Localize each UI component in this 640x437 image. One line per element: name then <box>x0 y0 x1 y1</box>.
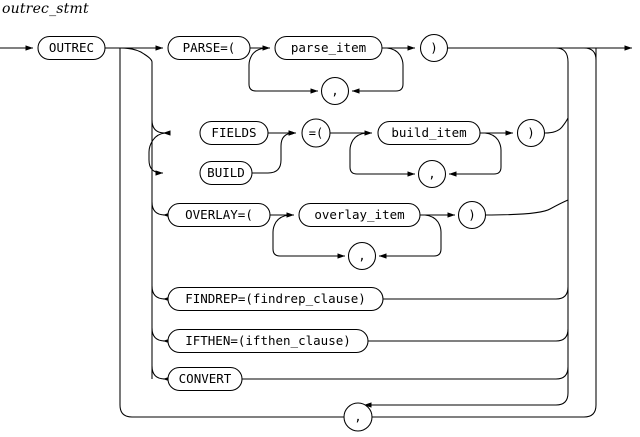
node-build[interactable]: BUILD <box>199 160 253 186</box>
outer-right-rail <box>364 48 597 418</box>
right-collector-top-curve <box>555 47 569 63</box>
node-build-close-paren-label: ) <box>527 125 535 140</box>
node-overlay-keyword[interactable]: OVERLAY=( <box>167 202 271 228</box>
node-findrep-label: FINDREP=(findrep_clause) <box>185 291 366 306</box>
rail-to-ifthen <box>151 327 171 344</box>
node-convert-label: CONVERT <box>179 371 232 386</box>
node-build-item-label: build_item <box>391 125 466 140</box>
node-assign-open-label: =( <box>309 126 323 140</box>
node-build-comma[interactable]: , <box>417 159 447 189</box>
rail-to-findrep <box>151 285 171 302</box>
node-parse-item[interactable]: parse_item <box>274 35 383 61</box>
node-outer-comma-label: , <box>354 410 361 424</box>
node-overlay-close-paren[interactable]: ) <box>457 200 487 230</box>
overlay-loop-right <box>378 214 442 259</box>
node-parse-comma-label: , <box>331 84 338 98</box>
node-overlay-comma[interactable]: , <box>347 241 377 271</box>
node-build-label: BUILD <box>207 165 245 180</box>
node-build-comma-label: , <box>428 167 435 181</box>
feed-findrep-to-collector <box>383 286 569 300</box>
node-parse-close-paren[interactable]: ) <box>419 33 449 63</box>
node-parse-comma[interactable]: , <box>320 76 350 106</box>
parse-loop-right <box>351 47 404 94</box>
node-ifthen[interactable]: IFTHEN=(ifthen_clause) <box>167 328 369 354</box>
node-overlay-close-paren-label: ) <box>468 207 476 222</box>
node-fields[interactable]: FIELDS <box>199 120 269 146</box>
node-build-item[interactable]: build_item <box>377 120 481 146</box>
node-findrep[interactable]: FINDREP=(findrep_clause) <box>167 286 384 312</box>
parse-loop-left <box>248 47 319 94</box>
left-rail-top-curve <box>119 47 153 63</box>
node-fields-label: FIELDS <box>211 125 256 140</box>
page-title: outrec_stmt <box>2 1 89 17</box>
rails-group <box>0 45 633 418</box>
node-parse-keyword-label: PARSE=( <box>183 40 236 55</box>
node-overlay-item-label: overlay_item <box>314 207 404 222</box>
rail-to-build <box>148 132 166 176</box>
feed-ifthen-to-collector <box>368 328 569 342</box>
node-assign-open[interactable]: =( <box>301 118 331 148</box>
build-loop-left <box>349 132 416 177</box>
feed-convert-to-collector <box>242 366 569 380</box>
rail-to-fields <box>151 119 171 136</box>
node-outer-comma[interactable]: , <box>343 402 373 432</box>
build-join <box>252 130 297 174</box>
node-outrec-label: OUTREC <box>49 40 94 55</box>
right-collector-rail <box>363 62 569 408</box>
node-ifthen-label: IFTHEN=(ifthen_clause) <box>185 333 351 348</box>
node-parse-item-label: parse_item <box>291 40 366 55</box>
node-overlay-comma-label: , <box>358 249 365 263</box>
node-parse-keyword[interactable]: PARSE=( <box>167 35 251 61</box>
node-outrec[interactable]: OUTREC <box>37 35 106 61</box>
outer-right-top-curve <box>583 47 597 61</box>
node-overlay-keyword-label: OVERLAY=( <box>185 207 253 222</box>
node-overlay-item[interactable]: overlay_item <box>298 202 421 228</box>
feed-overlay-to-collector <box>484 199 569 216</box>
outer-left-loop-rail <box>119 48 345 418</box>
overlay-loop-left <box>272 214 346 259</box>
node-parse-close-paren-label: ) <box>430 40 438 55</box>
node-build-close-paren[interactable]: ) <box>516 118 546 148</box>
rail-to-convert <box>151 365 171 382</box>
rail-to-overlay <box>151 201 171 218</box>
node-convert[interactable]: CONVERT <box>167 366 243 392</box>
feed-build-to-collector <box>544 117 569 134</box>
build-loop-right <box>448 132 502 177</box>
